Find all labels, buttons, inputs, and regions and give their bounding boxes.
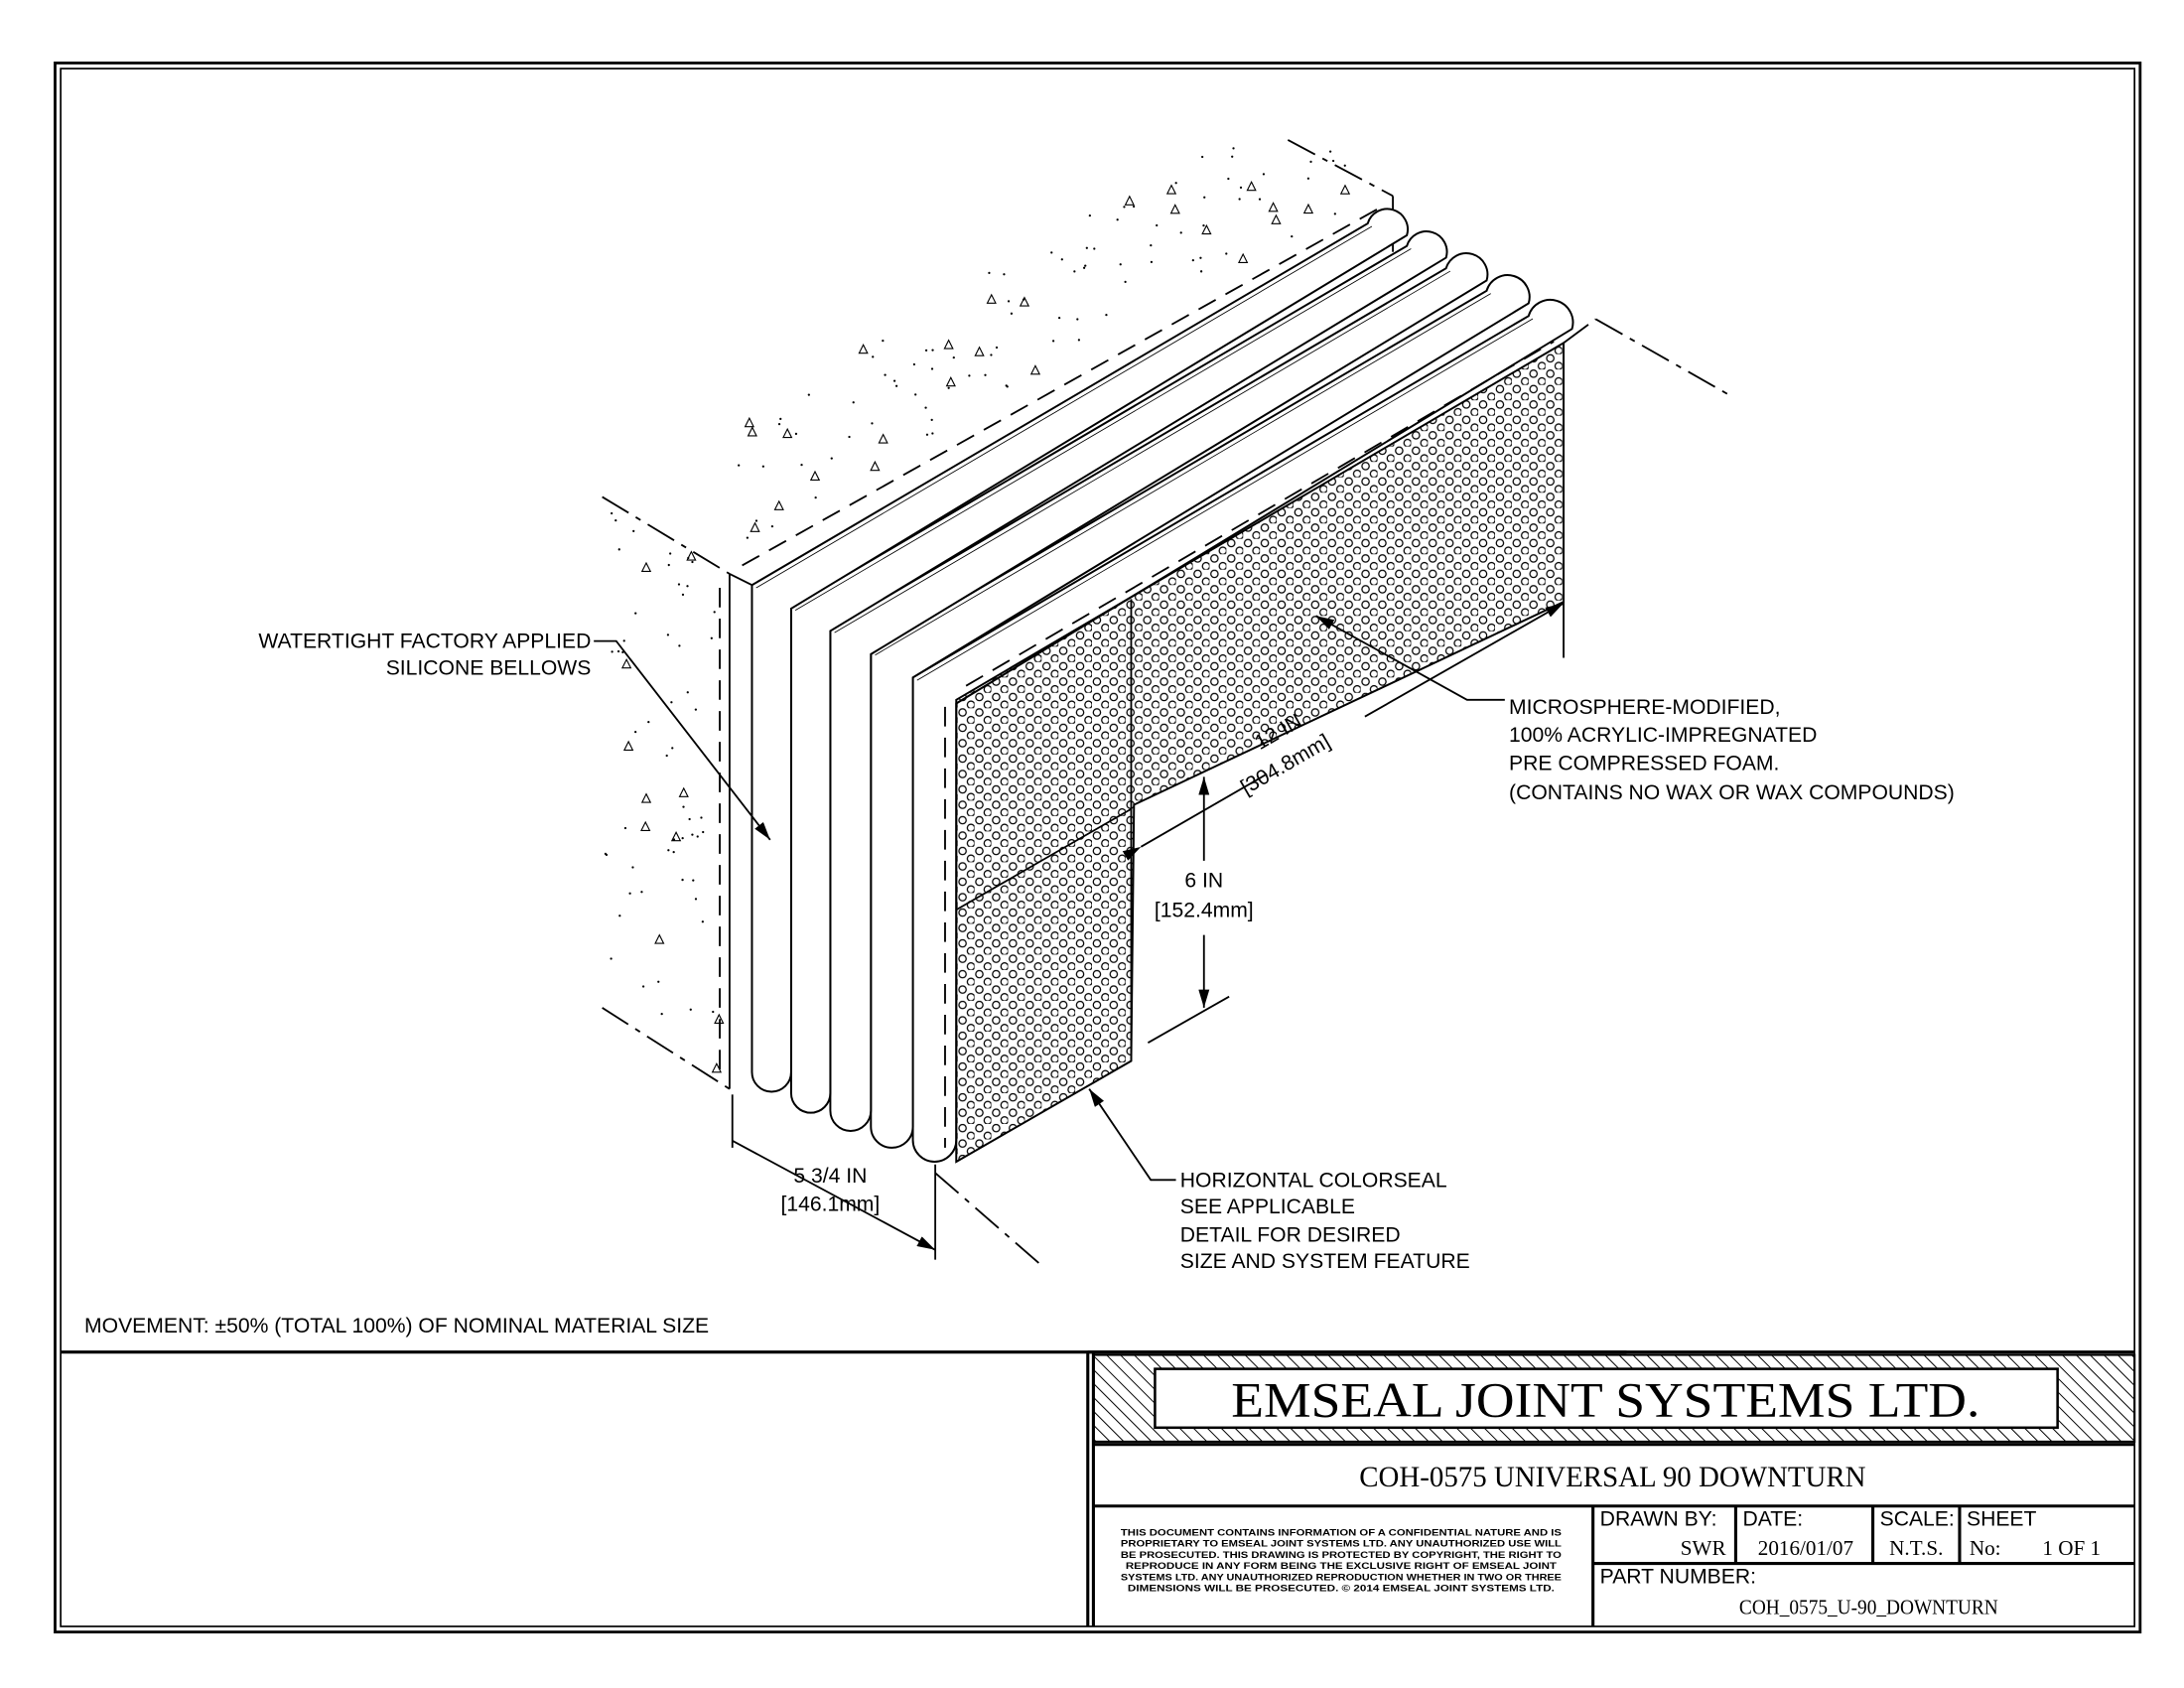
title-block: EMSEAL JOINT SYSTEMS LTD. COH-0575 UNIVE… — [61, 1350, 2136, 1626]
silicone-bellows — [751, 208, 1574, 1163]
drawing-title: COH-0575 UNIVERSAL 90 DOWNTURN — [1359, 1462, 1865, 1493]
sheet-value: 1 OF 1 — [2042, 1536, 2101, 1560]
callout-foam-line4: (CONTAINS NO WAX OR WAX COMPOUNDS) — [1509, 781, 1955, 804]
dim-width-metric: [146.1mm] — [780, 1193, 880, 1215]
sheet-border-inner — [60, 68, 2136, 1627]
disclaimer: THIS DOCUMENT CONTAINS INFORMATION OF A … — [1121, 1527, 1563, 1593]
date-value: 2016/01/07 — [1758, 1536, 1853, 1560]
svg-text:SYSTEMS LTD. ANY UNAUTHORIZED: SYSTEMS LTD. ANY UNAUTHORIZED REPRODUCTI… — [1121, 1572, 1562, 1582]
dim-depth-imperial: 6 IN — [1184, 870, 1223, 893]
callout-colorseal-line4: SIZE AND SYSTEM FEATURE — [1180, 1250, 1470, 1273]
bellows-tube — [870, 274, 1531, 1149]
sheet-border-outer — [54, 62, 2142, 1634]
drawn-by-label: DRAWN BY: — [1600, 1507, 1717, 1530]
callout-foam-line2: 100% ACRYLIC-IMPREGNATED — [1509, 724, 1817, 747]
svg-text:THIS DOCUMENT CONTAINS INFORMA: THIS DOCUMENT CONTAINS INFORMATION OF A … — [1121, 1527, 1562, 1537]
callout-colorseal-line1: HORIZONTAL COLORSEAL — [1180, 1169, 1447, 1192]
concrete-stipple — [604, 147, 1351, 1073]
bellows-tube — [789, 230, 1448, 1114]
callout-foam-line1: MICROSPHERE-MODIFIED, — [1509, 696, 1780, 719]
bellows-tube — [911, 298, 1574, 1163]
svg-text:PROPRIETARY TO EMSEAL JOINT SY: PROPRIETARY TO EMSEAL JOINT SYSTEMS LTD.… — [1121, 1539, 1563, 1549]
callout-bellows-line2: SILICONE BELLOWS — [386, 656, 592, 679]
sheet-label: SHEET — [1967, 1507, 2037, 1530]
svg-text:BE PROSECUTED. THIS DRAWING IS: BE PROSECUTED. THIS DRAWING IS PROTECTED… — [1121, 1550, 1562, 1560]
bellows-tube — [751, 208, 1409, 1093]
isometric-detail: 12 IN [304.8mm] 6 IN [152.4mm] 5 3/4 IN … — [84, 139, 1955, 1337]
part-number-value: COH_0575_U-90_DOWNTURN — [1739, 1595, 1998, 1618]
svg-text:REPRODUCE IN ANY FORM BEING TH: REPRODUCE IN ANY FORM BEING THE EXCLUSIV… — [1126, 1561, 1558, 1571]
svg-text:DIMENSIONS WILL BE PROSECUTED.: DIMENSIONS WILL BE PROSECUTED. © 2014 EM… — [1128, 1584, 1555, 1594]
bellows-tube — [829, 252, 1489, 1132]
dim-depth-metric: [152.4mm] — [1155, 899, 1254, 921]
callout-foam-line3: PRE COMPRESSED FOAM. — [1509, 752, 1779, 774]
callout-bellows-line1: WATERTIGHT FACTORY APPLIED — [258, 631, 591, 653]
dim-width-imperial: 5 3/4 IN — [793, 1165, 867, 1188]
movement-note: MOVEMENT: ±50% (TOTAL 100%) OF NOMINAL M… — [84, 1315, 709, 1337]
part-number-label: PART NUMBER: — [1600, 1565, 1756, 1588]
date-label: DATE: — [1742, 1507, 1803, 1530]
foam-body — [955, 341, 1566, 1164]
sheet-no-label: No: — [1970, 1536, 2001, 1560]
callout-colorseal-line3: DETAIL FOR DESIRED — [1180, 1223, 1401, 1246]
company-name: EMSEAL JOINT SYSTEMS LTD. — [1231, 1373, 1979, 1428]
scale-label: SCALE: — [1880, 1507, 1955, 1530]
scale-value: N.T.S. — [1889, 1536, 1943, 1560]
callout-colorseal-line2: SEE APPLICABLE — [1180, 1196, 1355, 1218]
drawn-by-value: SWR — [1681, 1536, 1727, 1560]
